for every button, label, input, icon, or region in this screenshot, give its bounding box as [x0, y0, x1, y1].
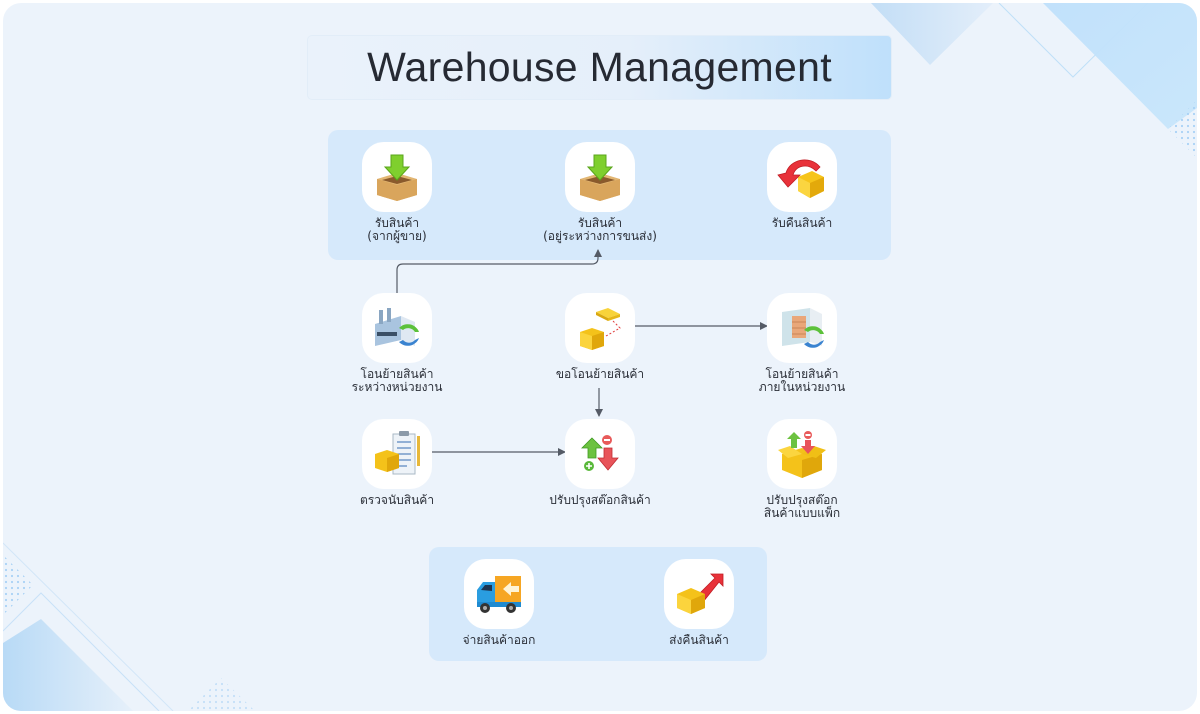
- stock-adjust-icon: [581, 435, 619, 471]
- page-title: Warehouse Management: [367, 44, 832, 90]
- node-receive-from-vendor[interactable]: รับสินค้า (จากผู้ขาย): [322, 142, 472, 243]
- node-label: รับคืนสินค้า: [771, 216, 833, 230]
- node-transfer-between-units[interactable]: โอนย้ายสินค้า ระหว่างหน่วยงาน: [322, 293, 472, 394]
- node-tile[interactable]: [362, 142, 432, 212]
- box-download-icon: [580, 154, 620, 201]
- box-send-icon: [677, 573, 724, 614]
- node-transfer-request[interactable]: ขอโอนย้ายสินค้า: [525, 293, 675, 381]
- box-download-icon: [377, 154, 417, 201]
- node-tile[interactable]: [565, 293, 635, 363]
- node-tile[interactable]: [565, 142, 635, 212]
- node-tile[interactable]: [362, 293, 432, 363]
- node-label: ปรับปรุงสต๊อก สินค้าแบบแพ็ก: [763, 493, 841, 520]
- node-label: จ่ายสินค้าออก: [462, 633, 536, 647]
- node-label: โอนย้ายสินค้า ภายในหน่วยงาน: [758, 367, 846, 394]
- pallet-move-icon: [580, 308, 621, 350]
- node-tile[interactable]: [767, 142, 837, 212]
- node-label: รับสินค้า (จากผู้ขาย): [367, 216, 427, 243]
- node-receive-in-transit[interactable]: รับสินค้า (อยู่ระหว่างการขนส่ง): [525, 142, 675, 243]
- warehouse-sync-icon: [782, 308, 824, 348]
- node-label: โอนย้ายสินค้า ระหว่างหน่วยงาน: [351, 367, 443, 394]
- factory-sync-icon: [375, 308, 419, 346]
- node-receive-return[interactable]: รับคืนสินค้า: [727, 142, 877, 230]
- box-return-icon: [777, 159, 824, 198]
- node-tile[interactable]: [464, 559, 534, 629]
- node-tile[interactable]: [664, 559, 734, 629]
- box-adjust-icon: [778, 431, 826, 478]
- node-tile[interactable]: [767, 419, 837, 489]
- node-label: ตรวจนับสินค้า: [359, 493, 435, 507]
- node-return-to-vendor[interactable]: ส่งคืนสินค้า: [624, 559, 774, 647]
- delivery-truck-icon: [477, 576, 521, 613]
- node-issue-goods[interactable]: จ่ายสินค้าออก: [424, 559, 574, 647]
- node-label: ขอโอนย้ายสินค้า: [555, 367, 645, 381]
- node-stock-count[interactable]: ตรวจนับสินค้า: [322, 419, 472, 507]
- node-transfer-within-unit[interactable]: โอนย้ายสินค้า ภายในหน่วยงาน: [727, 293, 877, 394]
- node-stock-adjust-pack[interactable]: ปรับปรุงสต๊อก สินค้าแบบแพ็ก: [727, 419, 877, 520]
- node-label: ส่งคืนสินค้า: [669, 633, 729, 647]
- title-bar: Warehouse Management: [307, 35, 892, 100]
- node-tile[interactable]: [362, 419, 432, 489]
- node-tile[interactable]: [565, 419, 635, 489]
- node-tile[interactable]: [767, 293, 837, 363]
- node-label: รับสินค้า (อยู่ระหว่างการขนส่ง): [543, 216, 657, 243]
- node-label: ปรับปรุงสต๊อกสินค้า: [549, 493, 651, 507]
- node-stock-adjust[interactable]: ปรับปรุงสต๊อกสินค้า: [525, 419, 675, 507]
- clipboard-box-icon: [375, 431, 420, 475]
